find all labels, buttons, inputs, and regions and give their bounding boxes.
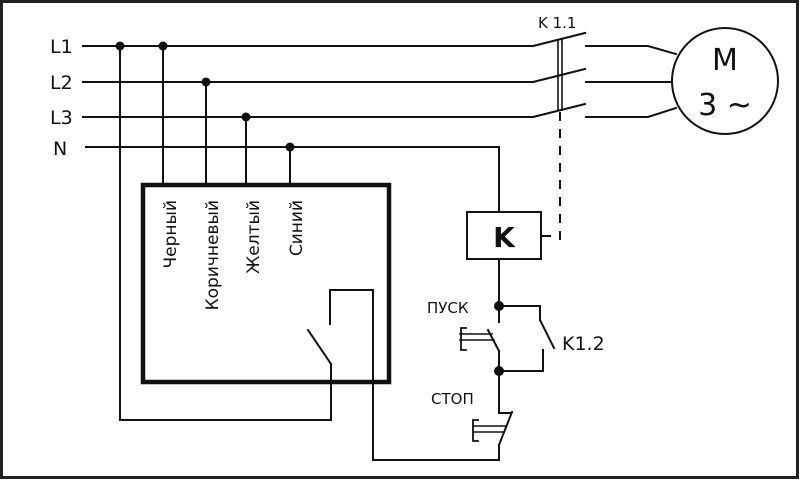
bus-label-l3: L3 — [50, 107, 73, 129]
contactor-coil: K — [466, 211, 542, 260]
bus-label-l2: L2 — [50, 72, 73, 94]
motor-feed-lines — [585, 45, 678, 118]
stop-button-symbol[interactable] — [472, 370, 514, 447]
bus-label-l1: L1 — [50, 36, 73, 58]
motor-label-m: M — [712, 43, 738, 78]
stop-button-label: СТОП — [431, 390, 474, 408]
bus-label-n: N — [53, 138, 67, 160]
contactor-main-contacts — [531, 31, 587, 119]
wire-label-yellow: Желтый — [244, 200, 264, 274]
aux-contact-k12 — [498, 305, 556, 372]
motor-symbol: M 3 ~ — [671, 27, 779, 135]
relay-output-contact — [306, 289, 500, 461]
contactor-main-label: K 1.1 — [538, 14, 576, 32]
wire-label-black: Черный — [161, 200, 181, 269]
relay-contact-feed — [119, 45, 332, 421]
start-button-label: ПУСК — [427, 299, 469, 317]
coil-label: K — [493, 221, 516, 254]
wire-label-blue: Синий — [287, 200, 307, 256]
wire-label-brown: Коричневый — [203, 200, 223, 310]
phase-relay-block — [140, 182, 392, 385]
junction-dot — [494, 301, 504, 311]
aux-contact-label: K1.2 — [562, 333, 605, 355]
motor-label-phase: 3 ~ — [698, 88, 752, 123]
